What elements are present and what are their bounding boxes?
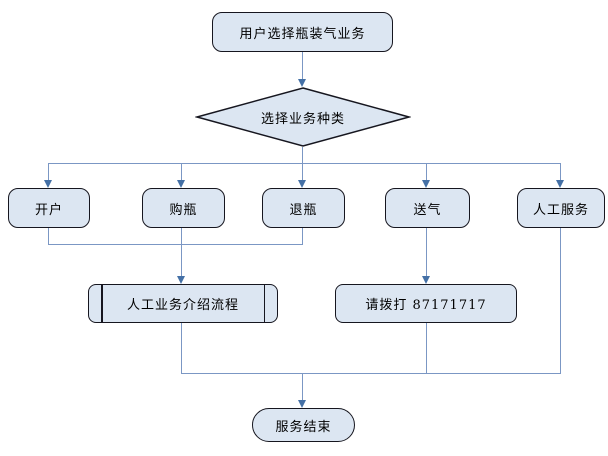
connector-rail-return-bottle bbox=[302, 163, 303, 180]
connector-deliver-gas-call bbox=[426, 228, 427, 276]
node-manual-intro: 人工业务介绍流程 bbox=[88, 284, 278, 323]
merge-rail-line bbox=[48, 244, 303, 245]
node-buy-bottle: 购瓶 bbox=[142, 188, 225, 228]
connector-call-end-rail bbox=[426, 323, 427, 373]
node-decision-label: 选择业务种类 bbox=[260, 111, 345, 127]
connector-rail-open-account bbox=[48, 163, 49, 180]
connector-rail-manual-service bbox=[560, 163, 561, 180]
node-deliver-gas-label: 送气 bbox=[413, 202, 442, 218]
connector-rail-end bbox=[302, 373, 303, 400]
connector-merge-manual-intro bbox=[181, 228, 182, 276]
connector-manual-service-end-rail bbox=[560, 228, 561, 373]
node-return-bottle: 退瓶 bbox=[262, 188, 345, 228]
connector-decision-rail bbox=[302, 147, 303, 163]
branch-rail-line bbox=[48, 163, 561, 164]
connector-manual-intro-end-rail bbox=[181, 323, 182, 373]
arrowhead-into-buy-bottle bbox=[177, 180, 185, 188]
decision-diamond-shape bbox=[195, 87, 411, 147]
node-deliver-gas: 送气 bbox=[385, 188, 470, 228]
node-manual-service: 人工服务 bbox=[517, 188, 605, 228]
predefined-process-left-bar bbox=[101, 285, 103, 322]
node-call-number-label: 请拨打 87171717 bbox=[365, 298, 487, 313]
node-end: 服务结束 bbox=[252, 408, 355, 442]
node-start-label: 用户选择瓶装气业务 bbox=[239, 26, 366, 42]
end-rail-line bbox=[181, 373, 561, 374]
arrowhead-into-end bbox=[298, 400, 306, 408]
arrowhead-into-manual-service bbox=[556, 180, 564, 188]
node-open-account: 开户 bbox=[8, 188, 90, 228]
arrowhead-into-manual-intro bbox=[177, 276, 185, 284]
connector-open-account-merge bbox=[48, 228, 49, 244]
arrowhead-into-deliver-gas bbox=[422, 180, 430, 188]
node-decision: 选择业务种类 bbox=[195, 87, 411, 147]
node-start: 用户选择瓶装气业务 bbox=[212, 12, 393, 52]
node-call-number: 请拨打 87171717 bbox=[335, 284, 517, 323]
arrowhead-into-call bbox=[422, 276, 430, 284]
connector-rail-deliver-gas bbox=[426, 163, 427, 180]
predefined-process-right-bar bbox=[263, 285, 265, 322]
node-open-account-label: 开户 bbox=[34, 202, 63, 218]
arrowhead-into-return-bottle bbox=[298, 180, 306, 188]
arrowhead-into-open-account bbox=[44, 180, 52, 188]
node-manual-service-label: 人工服务 bbox=[532, 202, 589, 218]
node-return-bottle-label: 退瓶 bbox=[289, 202, 318, 218]
node-end-label: 服务结束 bbox=[275, 419, 332, 435]
node-manual-intro-label: 人工业务介绍流程 bbox=[126, 298, 239, 313]
connector-start-decision bbox=[302, 52, 303, 79]
node-buy-bottle-label: 购瓶 bbox=[169, 202, 198, 218]
connector-rail-buy-bottle bbox=[181, 163, 182, 180]
connector-return-bottle-merge bbox=[302, 228, 303, 244]
arrowhead-into-decision bbox=[298, 79, 306, 87]
